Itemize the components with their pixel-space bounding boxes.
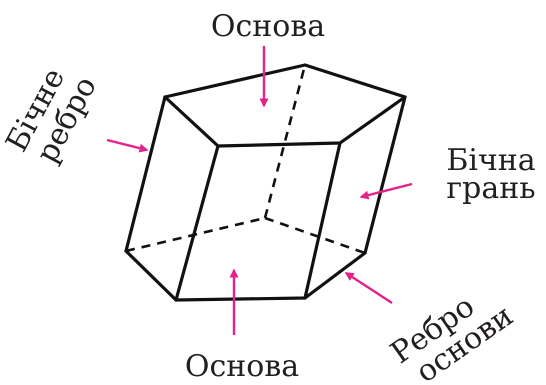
- lateral-edge-front-right: [303, 141, 342, 300]
- pointer-arrows: [106, 46, 413, 335]
- visible-edges: [124, 63, 407, 302]
- lateral-edge-front-left: [174, 144, 220, 302]
- arrow-base-edge: [344, 271, 393, 305]
- hidden-edge-bottom-right: [264, 216, 366, 255]
- label-base-edge-group: Ребро основи: [385, 289, 520, 385]
- top-base-edges: [163, 63, 407, 148]
- label-top-base: Основа: [211, 9, 325, 44]
- label-lateral-edge-group: Бічне ребро: [0, 62, 104, 168]
- label-bottom-base: Основа: [185, 349, 299, 384]
- bottom-base-edges: [124, 249, 367, 302]
- label-lateral-face-line1: Бічна: [446, 143, 535, 178]
- lateral-edge-right: [363, 95, 407, 255]
- hidden-edges: [125, 64, 366, 255]
- arrow-lateral-face: [359, 182, 413, 200]
- lateral-edge-left: [124, 95, 167, 253]
- label-lateral-face-line2: грань: [446, 171, 535, 206]
- hidden-edge-vertical: [263, 64, 307, 219]
- arrow-lateral-edge: [106, 138, 149, 153]
- labels: Основа Основа Бічне ребро Бічна грань Ре…: [0, 9, 536, 385]
